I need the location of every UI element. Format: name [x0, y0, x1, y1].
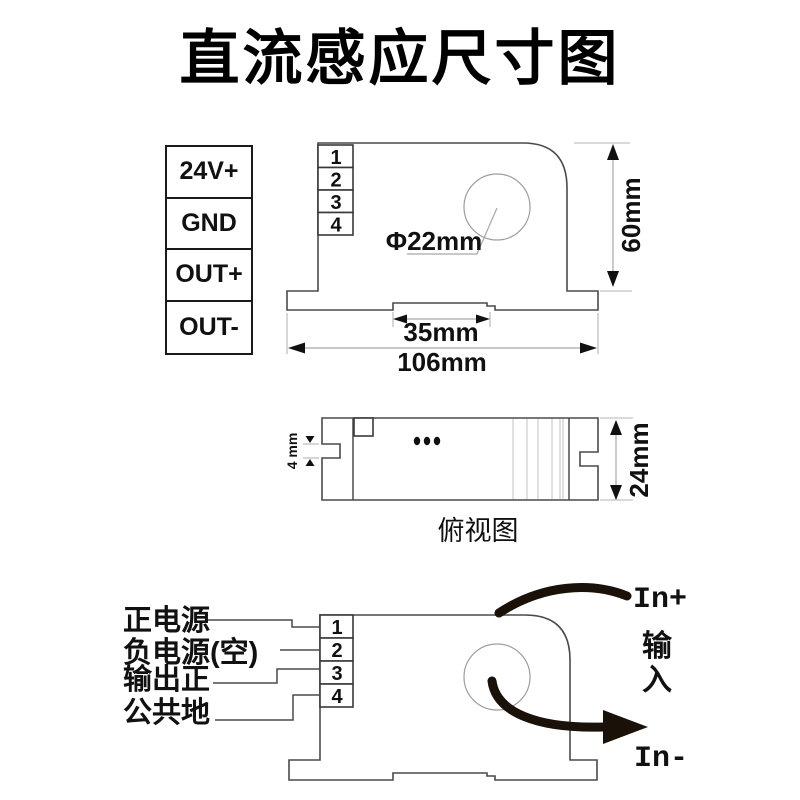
vent-grooves	[512, 419, 564, 499]
front-pin-3: 3	[330, 192, 341, 214]
total-width-label: 106mm	[397, 347, 487, 377]
dim-total-106mm: 106mm	[286, 313, 599, 377]
wiring-pin-1: 1	[331, 617, 342, 639]
wiring-diagram: 1 2 3 4 正电源 负电源(空) 输出正 公共地 In+ 输	[123, 583, 688, 781]
wiring-pin-2: 2	[331, 640, 342, 662]
label-negative-supply: 负电源(空)	[123, 635, 258, 669]
wiring-body-outline	[288, 614, 598, 781]
label-positive-supply: 正电源	[123, 604, 210, 637]
wiring-pin-4: 4	[331, 686, 343, 708]
wiring-sensor-hole	[463, 643, 531, 711]
terminal-label-outm: OUT-	[179, 312, 239, 341]
front-pin-1: 1	[330, 147, 341, 169]
input-wire-in	[494, 583, 632, 618]
dim-rail-35mm: 35mm	[392, 312, 491, 347]
height-label: 60mm	[616, 177, 646, 252]
in-minus-label: In-	[634, 742, 688, 776]
front-pin-block: 1 2 3 4	[317, 144, 354, 237]
front-body-outline	[286, 142, 599, 311]
indicator-dots	[413, 436, 441, 446]
corner-square	[353, 417, 374, 437]
in-plus-label: In+	[633, 583, 687, 617]
input-label-char1: 输	[642, 630, 673, 663]
hole-diameter-label: Φ22mm	[386, 226, 483, 256]
front-view: 1 2 3 4 Φ22mm 60mm	[286, 142, 646, 377]
hole-leader-line	[407, 207, 498, 255]
input-label-char2: 入	[642, 664, 672, 697]
label-common-ground: 公共地	[123, 696, 210, 729]
terminal-label-table: 24V+ GND OUT+ OUT-	[165, 145, 253, 355]
current-arrow-head	[603, 710, 648, 744]
notch-width-label: 4 mm	[284, 433, 300, 470]
label-output-positive: 输出正	[123, 662, 210, 696]
page-title: 直流感应尺寸图	[179, 25, 621, 92]
depth-label: 24mm	[624, 422, 654, 497]
input-wire-out	[487, 676, 609, 732]
wiring-leads	[207, 619, 320, 721]
sensor-hole	[463, 173, 531, 241]
wiring-pin-3: 3	[331, 663, 342, 685]
dim-depth-24mm: 24mm	[600, 417, 654, 501]
terminal-label-24v: 24V+	[167, 147, 251, 199]
top-view-outline	[321, 417, 599, 501]
rail-width-label: 35mm	[403, 317, 478, 347]
front-pin-4: 4	[330, 215, 342, 237]
front-pin-2: 2	[330, 170, 341, 192]
top-view: 4 mm 24mm 俯视图	[284, 417, 654, 546]
top-view-caption: 俯视图	[438, 516, 519, 546]
wiring-pin-block: 1 2 3 4	[319, 614, 354, 708]
dim-notch-4mm: 4 mm	[284, 433, 319, 470]
terminal-label-outp: OUT+	[167, 250, 251, 302]
dim-height-60mm: 60mm	[574, 142, 646, 292]
terminal-label-gnd: GND	[167, 199, 251, 250]
